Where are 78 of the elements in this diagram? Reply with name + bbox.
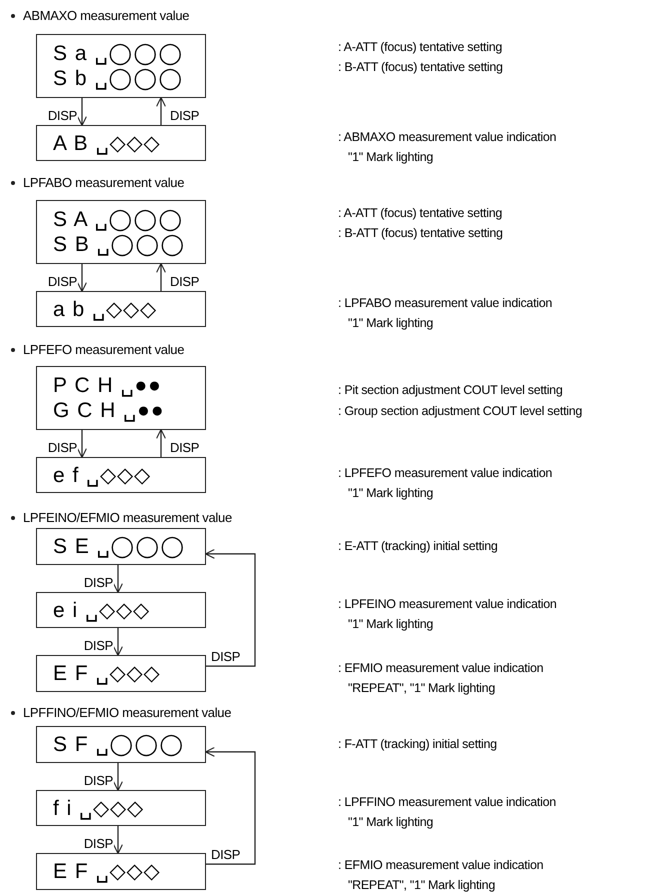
arrow [112,826,124,854]
display-text: e i ␣◇◇◇ [53,598,152,622]
arrow [76,264,88,292]
display-text: S a ␣◯◯◯ [53,41,184,66]
description-text: : B-ATT (focus) tentative setting [338,226,503,240]
description-text: : Group section adjustment COUT level setting [338,404,582,418]
edge-label: DISP [46,274,78,288]
description-text: "1" Mark lighting [348,150,434,164]
display-panel [36,34,206,98]
description-text: "1" Mark lighting [348,486,434,500]
description-text: "1" Mark lighting [348,815,434,829]
display-panel [36,592,206,628]
edge-label: DISP [82,638,114,652]
description-text: : A-ATT (focus) tentative setting [338,40,502,54]
description-text: "1" Mark lighting [348,617,434,631]
section-heading: LPFABO measurement value [23,175,184,190]
display-text: A B ␣◇◇◇ [53,130,162,156]
description-text: : E-ATT (tracking) initial setting [338,539,498,553]
description-text: : EFMIO measurement value indication [338,858,544,872]
display-panel [36,457,206,493]
arrow [76,98,88,126]
edge-label: DISP [169,440,200,454]
display-panel [36,125,206,161]
description-text: "REPEAT", "1" Mark lighting [348,878,495,892]
arrow [112,565,124,593]
description-text: "REPEAT", "1" Mark lighting [348,681,495,695]
arrow [156,97,166,125]
description-text: : LPFEINO measurement value indication [338,597,557,611]
display-text: S F ␣◯◯◯ [53,732,186,757]
edge-label: DISP [82,772,114,788]
edge-label: DISP [210,649,242,664]
description-text: "1" Mark lighting [348,316,434,330]
display-text: G C H ␣●● [53,398,166,423]
display-text: e f ␣◇◇◇ [53,462,152,488]
display-panel [36,366,206,430]
description-text: : EFMIO measurement value indication [338,661,544,675]
arrow [205,746,256,865]
edge-label: DISP [82,836,114,850]
arrow [112,628,124,656]
edge-label: DISP [46,440,78,454]
edge-label: DISP [169,274,200,288]
edge-label: DISP [46,108,78,122]
display-text: f i ␣◇◇◇ [53,796,146,820]
display-panel [36,528,206,565]
description-text: : B-ATT (focus) tentative setting [338,60,503,74]
display-panel [36,790,206,826]
edge-label: DISP [210,847,242,862]
description-text: : LPFABO measurement value indication [338,296,552,310]
display-text: E F ␣◇◇◇ [53,661,162,686]
arrow [112,763,124,791]
description-text: : LPFEFO measurement value indication [338,466,552,480]
arrow [156,429,166,457]
display-panel [36,726,206,763]
display-text: E F ␣◇◇◇ [53,859,162,884]
display-panel [36,200,206,264]
section-heading: LPFFINO/EFMIO measurement value [23,705,232,720]
arrow [205,548,256,667]
edge-label: DISP [82,574,114,590]
description-text: : LPFFINO measurement value indication [338,795,556,809]
section-heading: LPFEFO measurement value [23,342,184,357]
section-heading: LPFEINO/EFMIO measurement value [23,510,232,525]
display-text: P C H ␣●● [53,373,163,398]
arrow [76,430,88,458]
description-text: : A-ATT (focus) tentative setting [338,206,502,220]
display-panel [36,291,206,327]
description-text: : Pit section adjustment COUT level setting [338,383,562,397]
display-text: S A ␣◯◯◯ [53,207,184,232]
description-text: : F-ATT (tracking) initial setting [338,737,497,751]
display-text: S B ␣◯◯◯ [53,232,187,257]
edge-label: DISP [169,108,200,122]
section-heading: ABMAXO measurement value [23,8,190,23]
display-text: S E ␣◯◯◯ [53,534,187,559]
description-text: : ABMAXO measurement value indication [338,130,556,144]
display-panel [36,853,206,890]
display-panel [36,655,206,692]
display-text: a b ␣◇◇◇ [53,296,158,322]
display-text: S b ␣◯◯◯ [53,66,184,91]
arrow [156,263,166,291]
